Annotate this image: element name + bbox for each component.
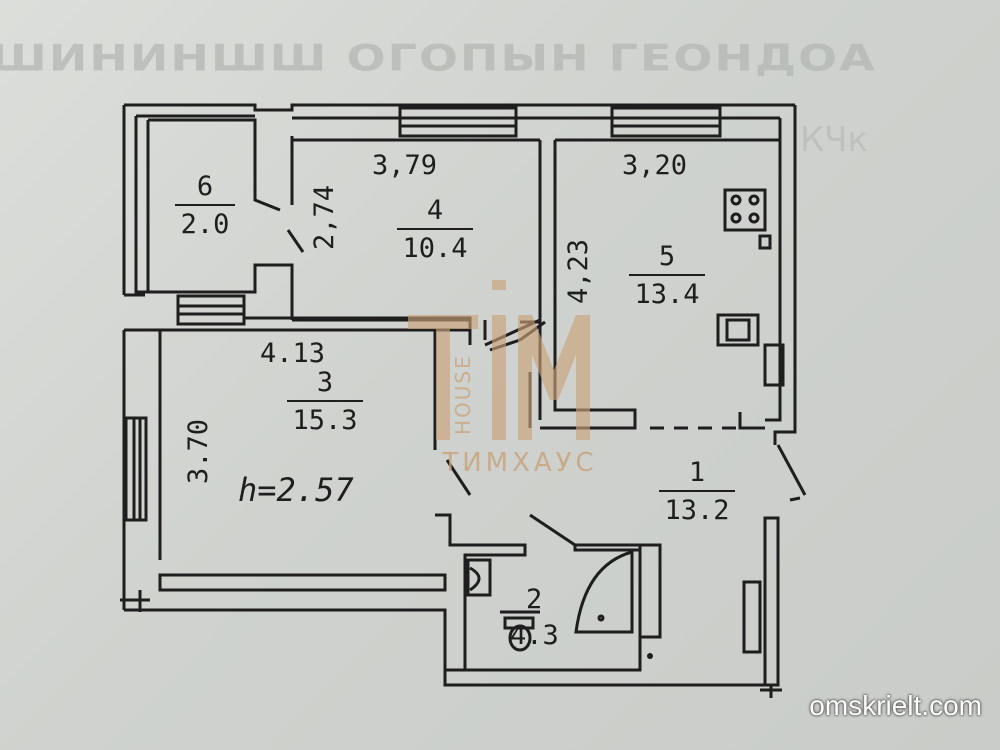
room-1-area: 13.2 [664, 495, 730, 526]
room-1-fraction-bar [659, 490, 735, 492]
room-5-fraction-bar [629, 274, 705, 276]
room-6-label: 6 2.0 [160, 172, 250, 240]
room-3-area: 15.3 [292, 405, 358, 436]
background-bleed-text: ШИНИНШШ ОГОПЫН ГЕОНДОА [0, 36, 877, 80]
source-credit: omskrielt.com [809, 690, 982, 721]
outer-walls [120, 103, 797, 698]
room-5-label: 5 13.4 [612, 242, 722, 310]
fixtures [466, 188, 785, 654]
room-3-number: 3 [316, 367, 334, 398]
room-4-number: 4 [426, 195, 444, 226]
dimension-room3-depth: 3.70 [183, 418, 215, 485]
watermark-name: ТИМХАУС [442, 448, 598, 478]
fixture-marks [647, 653, 653, 659]
room-4-fraction-bar [397, 228, 473, 230]
room-5-number: 5 [658, 241, 676, 272]
dimension-room5-width: 3,20 [622, 150, 688, 181]
room-5-area: 13.4 [634, 279, 700, 310]
room-2-area: 4.3 [510, 620, 559, 651]
room-2-number: 2 [526, 584, 543, 615]
room-4-label: 4 10.4 [380, 196, 490, 264]
room-3-label: 3 15.3 [270, 368, 380, 436]
room-4-area: 10.4 [402, 233, 468, 264]
dimension-room3-width: 4.13 [260, 338, 326, 369]
room-1-number: 1 [688, 457, 706, 488]
room-6-area: 2.0 [180, 209, 230, 240]
dimension-room4-depth: 2,74 [309, 184, 341, 251]
ceiling-height: h=2.57 [238, 471, 354, 509]
room-6-fraction-bar [175, 204, 235, 206]
dimension-room4-width: 3,79 [372, 150, 438, 181]
room-3-fraction-bar [287, 400, 363, 402]
room-1-label: 1 13.2 [642, 458, 752, 526]
background-bleed-text-right: КЧк [800, 120, 868, 160]
room-6-number: 6 [196, 171, 214, 202]
tim-house-logo: HOUSE [408, 280, 590, 440]
svg-text:HOUSE: HOUSE [451, 354, 475, 435]
